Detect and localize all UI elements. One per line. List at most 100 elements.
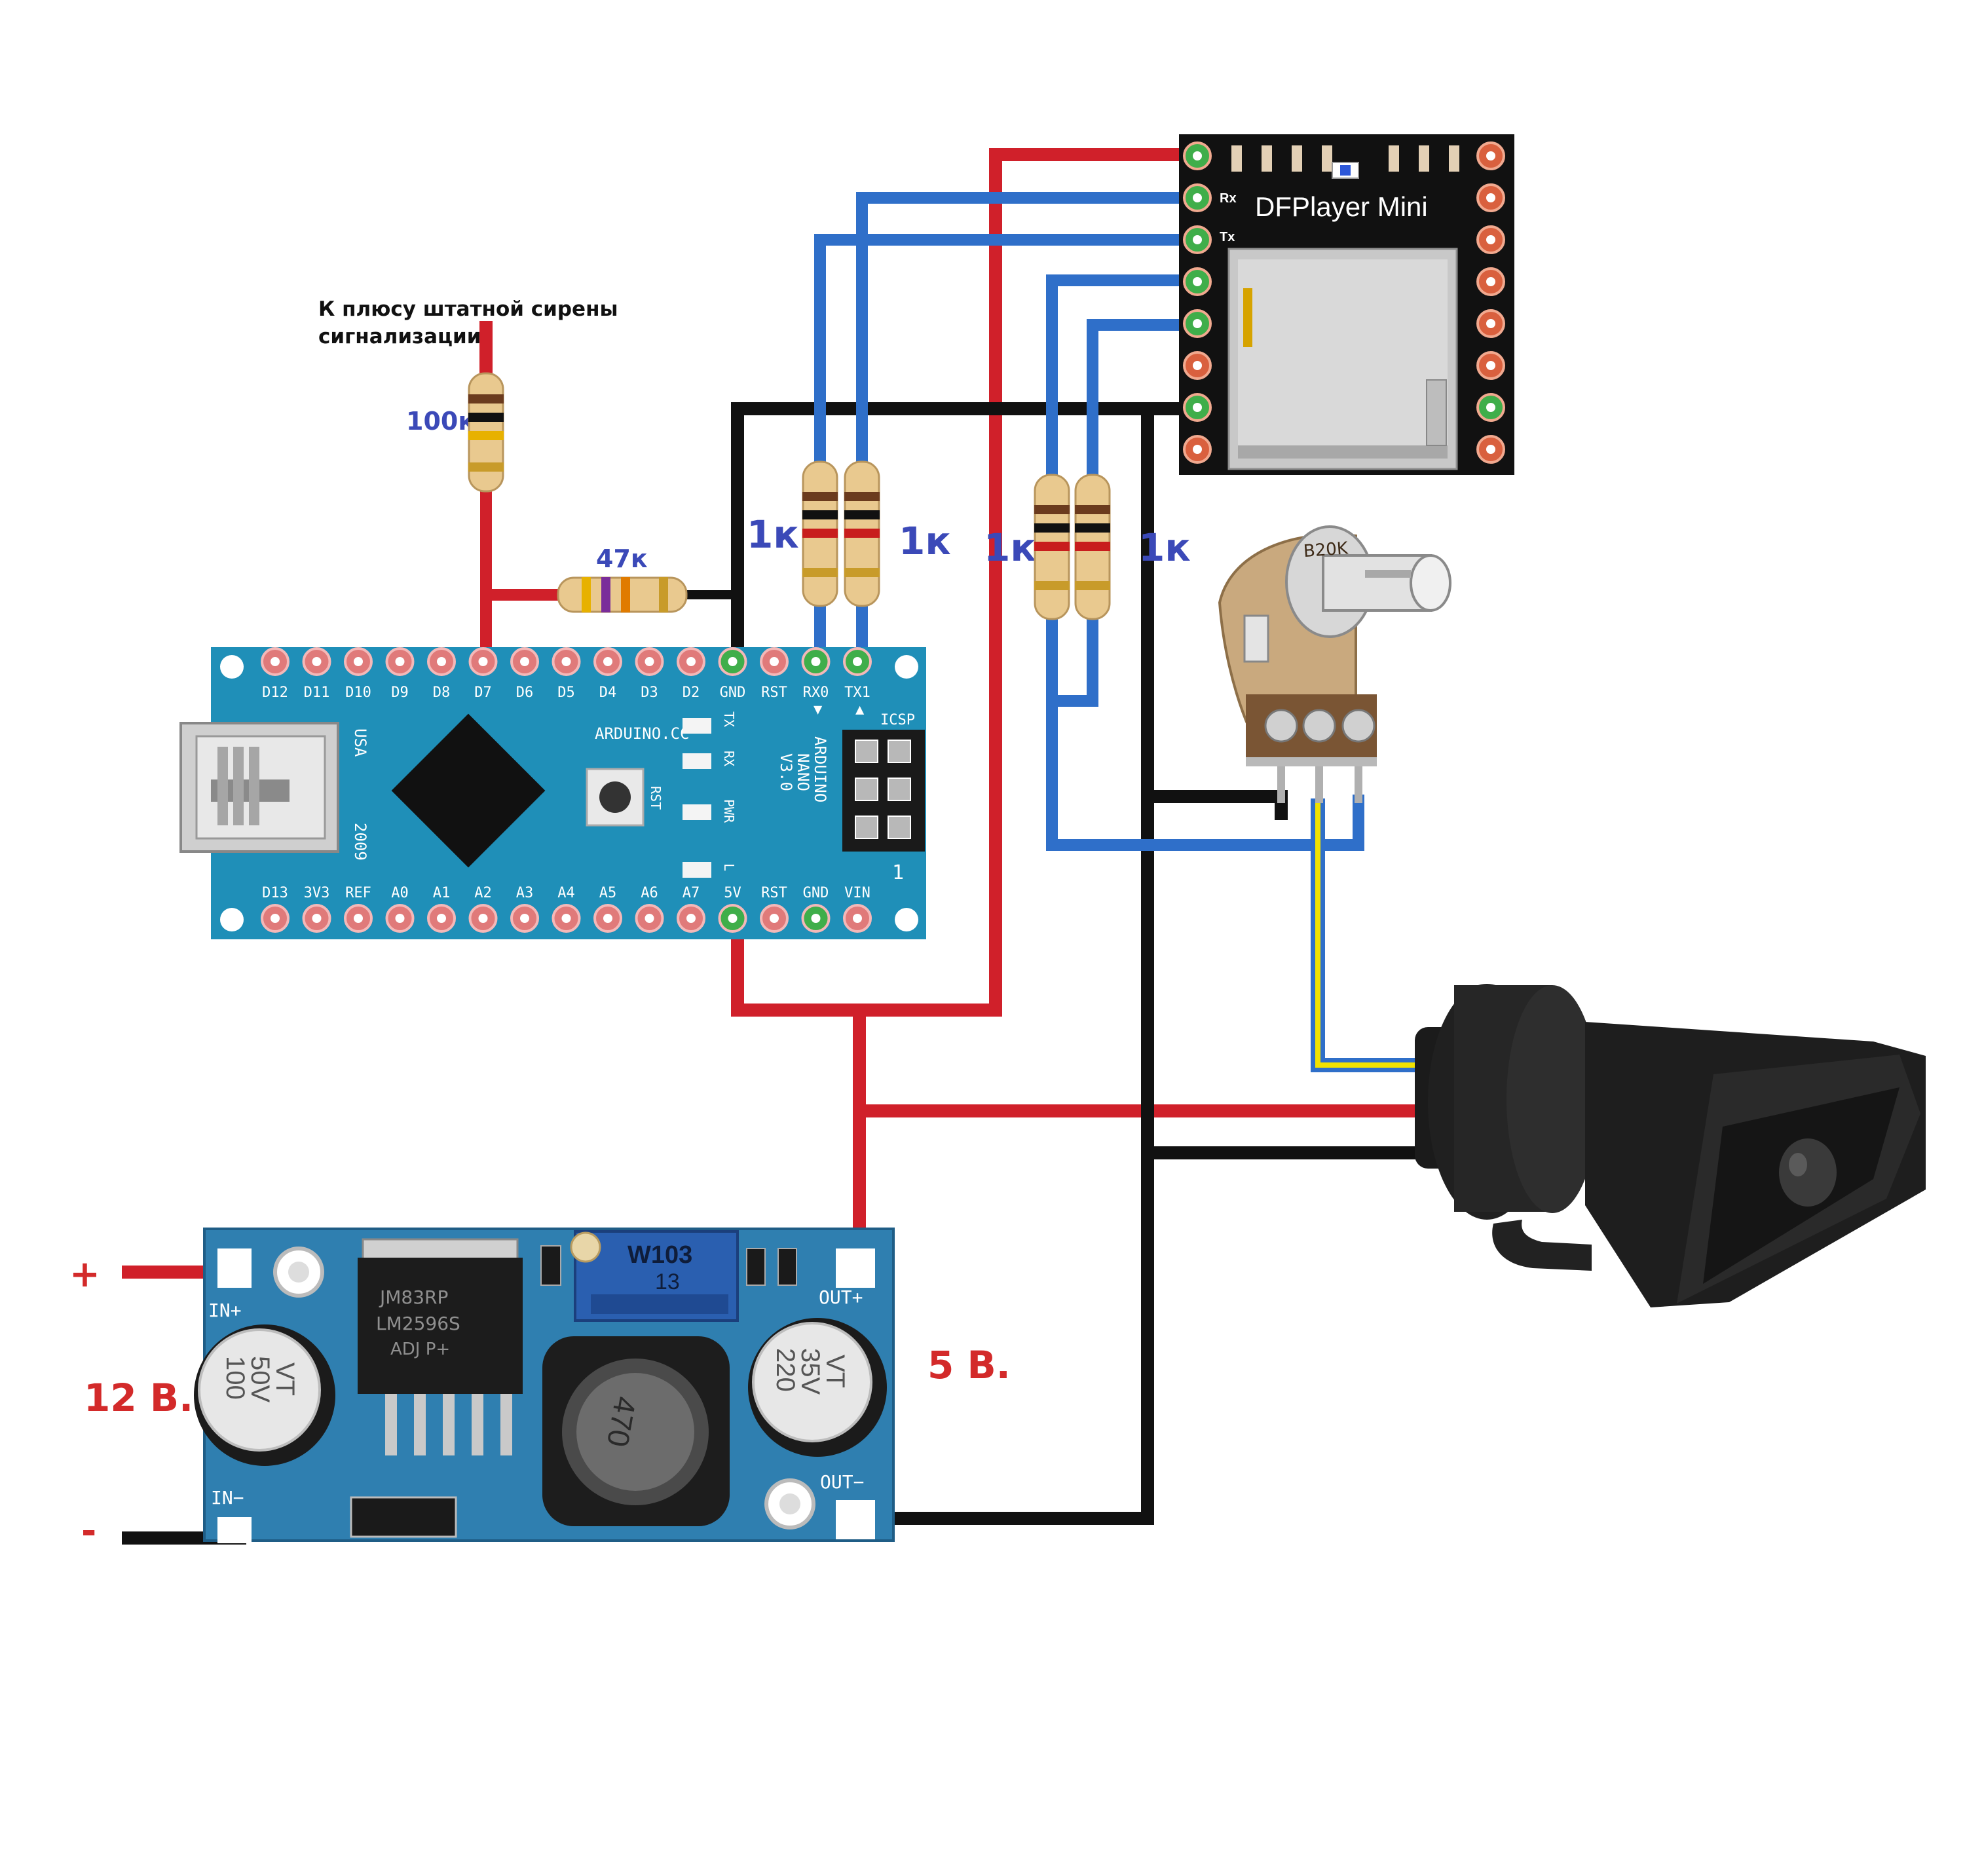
buck-converter: IN+ IN− OUT+ OUT− JM83RP LM2596S ADJ P+ … — [194, 1228, 895, 1543]
usb-connector — [179, 722, 339, 853]
icsp-label: ICSP — [880, 712, 915, 728]
arduino-pin-label: D7 — [474, 685, 492, 701]
pin1-mark: 1 — [892, 861, 904, 884]
siren-speaker — [1415, 984, 1926, 1307]
arduino-pin-label: D5 — [557, 685, 575, 701]
arduino-pin-label: A4 — [557, 885, 575, 901]
ic-line1: JM83RP — [379, 1286, 448, 1308]
arduino-pin-label: A5 — [599, 885, 617, 901]
usb-label: USA — [351, 728, 369, 757]
dfplayer-pin-hole — [1193, 235, 1202, 244]
icsp-pin — [855, 740, 878, 763]
capacitor-output: 220 35V VT — [748, 1318, 887, 1457]
terminal-in-plus — [217, 1248, 252, 1288]
arduino-pin-hole — [686, 657, 696, 666]
dfplayer-pin-hole — [1193, 361, 1202, 370]
arduino-pin-hole — [395, 657, 405, 666]
trimmer-pot[interactable]: W103 13 — [570, 1230, 739, 1322]
pot-marking: B20K — [1303, 538, 1349, 561]
arduino-pin-label: D11 — [304, 685, 330, 701]
arduino-pin-hole — [271, 914, 280, 923]
arduino-pin-hole — [478, 657, 488, 666]
brand-label: ARDUINO.CC — [595, 724, 690, 743]
label-in-plus: IN+ — [208, 1300, 242, 1321]
icsp-pin — [855, 816, 878, 839]
arduino-pin-label: A3 — [516, 885, 534, 901]
year-label: 2009 — [351, 823, 369, 861]
arduino-pin-hole — [520, 657, 529, 666]
arduino-pin-label: D10 — [345, 685, 371, 701]
trimmer-line2: 13 — [655, 1269, 680, 1294]
siren-note-line2: сигнализации — [318, 325, 481, 348]
siren-note-line1: К плюсу штатной сирены — [318, 297, 618, 321]
wire-gnd-arduino — [731, 402, 1204, 668]
arduino-pin-hole — [728, 657, 738, 666]
cap-right-line1: 220 — [771, 1348, 800, 1392]
arduino-pin-hole — [354, 914, 363, 923]
dfplayer-left-pins — [1183, 141, 1212, 464]
label-1k-dac-l: 1к — [1138, 525, 1191, 570]
arduino-pin-label: A0 — [391, 885, 409, 901]
dfplayer-pin-hole — [1193, 403, 1202, 412]
arduino-pin-hole — [561, 914, 571, 923]
ic-line3: ADJ P+ — [390, 1340, 450, 1359]
wire-gnd-pot — [1141, 790, 1288, 820]
arduino-pin-hole — [811, 657, 821, 666]
cap-right-line3: VT — [821, 1355, 850, 1388]
resistor-1k-tx — [802, 460, 838, 607]
arduino-pin-hole — [603, 914, 612, 923]
wire-pot-wiper-yellow — [1315, 803, 1444, 1068]
arduino-pin-hole — [312, 914, 322, 923]
arduino-pin-hole — [437, 914, 446, 923]
ic-line2: LM2596S — [376, 1313, 460, 1334]
wire-5v-dfplayer-vcc — [853, 148, 1204, 1017]
led-l-label: L — [721, 863, 737, 871]
label-output-voltage: 5 В. — [927, 1343, 1011, 1387]
dfplayer-pin-hole — [1486, 193, 1495, 202]
trimmer-line1: W103 — [627, 1241, 692, 1269]
arduino-pin-hole — [395, 914, 405, 923]
label-input-voltage: 12 В. — [84, 1376, 193, 1420]
dfplayer-pin-hole — [1193, 277, 1202, 286]
arduino-pin-label: D6 — [516, 685, 534, 701]
dfplayer-pin-hole — [1486, 445, 1495, 454]
wire-dac-merge — [1046, 616, 1364, 851]
resistor-47k — [557, 576, 688, 613]
dfplayer-right-pins — [1476, 141, 1505, 464]
dfplayer-pin-tx-label: Tx — [1220, 230, 1235, 244]
arduino-pin-hole — [853, 657, 862, 666]
terminal-out-plus — [836, 1248, 875, 1288]
pot-pin-right — [1341, 709, 1376, 743]
wire-dac-r — [1046, 274, 1203, 478]
arduino-pin-label: VIN — [844, 885, 870, 901]
dfplayer-pin-rx-label: Rx — [1220, 191, 1237, 206]
dfplayer-pin-hole — [1193, 193, 1202, 202]
arduino-pin-label: A1 — [433, 885, 451, 901]
arduino-pin-label: GND — [720, 685, 746, 701]
label-1k-rx: 1к — [747, 512, 799, 557]
sd-card-slot — [1227, 248, 1458, 470]
led-pwr-label: PWR — [721, 799, 737, 823]
label-100k: 100к — [406, 407, 475, 436]
cap-right-line2: 35V — [796, 1348, 825, 1395]
dfplayer-pin-hole — [1486, 319, 1495, 328]
reset-button[interactable] — [586, 768, 645, 827]
arduino-pin-hole — [686, 914, 696, 923]
cap-left-line1: 100 — [221, 1356, 250, 1400]
label-out-plus: OUT+ — [819, 1286, 863, 1308]
resistor-1k-dac-r — [1034, 474, 1070, 620]
icsp-pin — [888, 778, 911, 801]
arduino-pin-hole — [437, 657, 446, 666]
resistor-100k — [468, 372, 504, 493]
arduino-pin-label: D2 — [683, 685, 700, 701]
arduino-pin-hole — [728, 914, 738, 923]
dfplayer-pin-hole — [1486, 403, 1495, 412]
led-rx-label: RX — [721, 751, 737, 766]
icsp-header — [842, 730, 925, 852]
tx-arrow: ▲ — [855, 702, 865, 718]
wire-gnd-bus — [882, 402, 1154, 1525]
led-tx-label: TX — [721, 711, 737, 727]
pot-pin-wiper — [1302, 709, 1336, 743]
